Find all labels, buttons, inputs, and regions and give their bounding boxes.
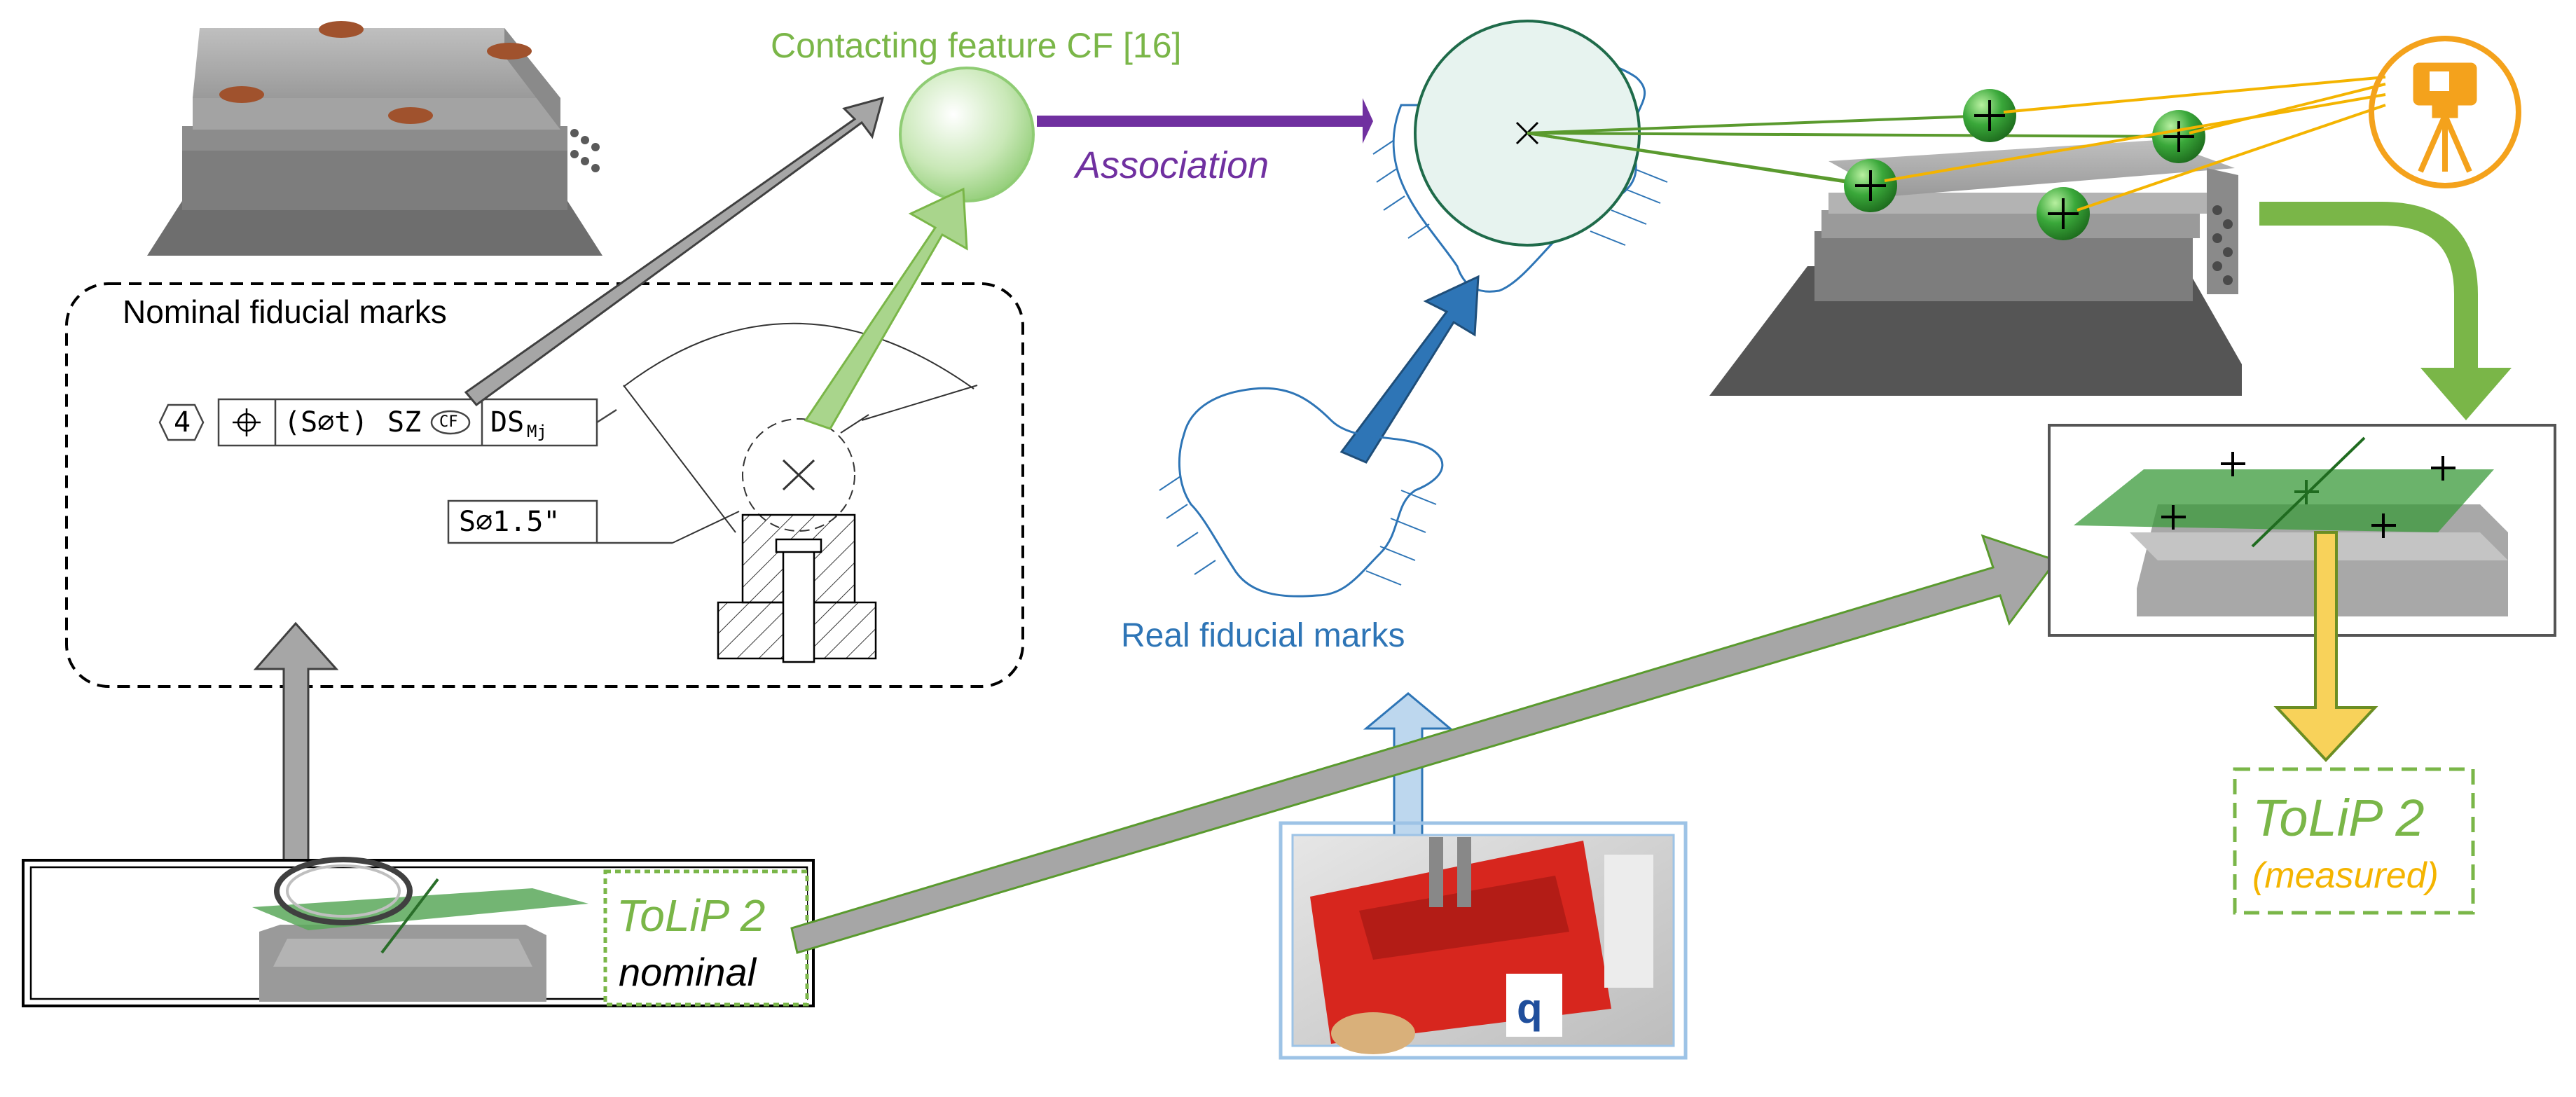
contacting-feature-label: Contacting feature CF [16] (771, 26, 1182, 65)
fcf-datum-subscript: Mj (527, 422, 547, 441)
measured-result-frame (2048, 424, 2556, 637)
feature-control-frame (158, 398, 673, 544)
tolip-measured-subtitle: (measured) (2252, 855, 2439, 896)
nominal-block-render (147, 21, 602, 256)
sphere-to-cf-arrow (804, 187, 968, 430)
tolip-nominal-frame (22, 857, 815, 1007)
fcf-zone: SZ (387, 406, 422, 439)
measured-block-render (1709, 140, 2242, 396)
tolip-measured-title: ToLiP 2 (2252, 789, 2425, 847)
measurement-setup-photo: q (1279, 821, 1688, 1060)
association-arrow (1037, 98, 1373, 144)
nominal-fiducial-marks-title: Nominal fiducial marks (123, 294, 447, 330)
real-mark-association (1372, 20, 1668, 293)
measured-down-arrow (2273, 531, 2378, 762)
real-fiducial-marks-label: Real fiducial marks (1121, 617, 1405, 654)
fcf-datum: DS (490, 406, 525, 439)
tolip-measured-box (2233, 767, 2475, 915)
nominal-sphere-holder (717, 513, 877, 663)
sphere-diameter-label: S⌀1.5" (459, 506, 560, 538)
tolip-nominal-title: ToLiP 2 (617, 890, 766, 941)
fiducial-sphere-icon (1844, 89, 2205, 240)
fcf-count: 4 (174, 406, 191, 439)
contacting-feature-sphere (899, 67, 1035, 202)
total-station-icon (2369, 36, 2521, 188)
nominal-marks-frame (65, 282, 1024, 688)
association-label: Association (1075, 144, 1269, 186)
to-measured-curve-arrow (2259, 202, 2512, 420)
real-to-association-arrow (1339, 275, 1480, 464)
fcf-tolerance: (S⌀t) (284, 406, 369, 439)
measurement-rays-yellow (1884, 76, 2386, 212)
fcf-modifier: CF (439, 413, 458, 431)
tolip-nominal-subtitle: nominal (619, 950, 757, 994)
nominal-sphere-drawing (623, 322, 978, 544)
measurement-rays-green (1527, 114, 2179, 215)
position-symbol-icon (233, 408, 261, 436)
fcf-to-cf-arrow (464, 96, 885, 407)
real-fiducial-contour (1159, 387, 1444, 598)
nominal-to-measured-arrow (790, 534, 2058, 954)
svg-text:q: q (1517, 985, 1543, 1032)
